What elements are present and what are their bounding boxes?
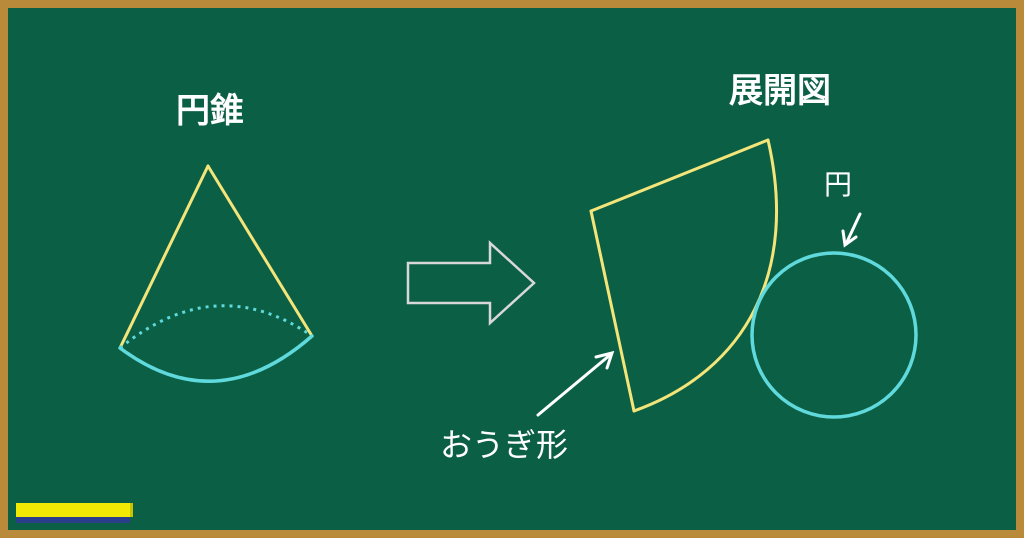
- cone-base-hidden-edge: [119, 304, 313, 350]
- circle-label: 円: [824, 168, 852, 201]
- cone-left-edge: [118, 164, 210, 350]
- sector-label: おうぎ形: [440, 426, 568, 464]
- cone-right-edge: [206, 164, 314, 338]
- right-arrow-outline-icon: [406, 240, 536, 326]
- pointer-arrow-icon: [841, 212, 862, 248]
- chalk-icon: [16, 503, 133, 523]
- cone-base-front-edge: [118, 334, 314, 383]
- sector-top-radius: [589, 138, 770, 213]
- base-circle: [750, 251, 918, 419]
- cone-title: 円錐: [176, 91, 244, 131]
- cone-figure: [118, 164, 314, 383]
- sector-left-radius: [589, 209, 636, 413]
- sector-figure: [589, 138, 779, 413]
- net-title: 展開図: [729, 71, 831, 111]
- cone-net-diagram: 円錐 展開図 おうぎ形 円: [16, 71, 918, 523]
- pointer-arrow-icon: [536, 350, 615, 417]
- chalkboard: 円錐 展開図 おうぎ形 円: [8, 8, 1016, 530]
- sector-arc: [632, 138, 779, 413]
